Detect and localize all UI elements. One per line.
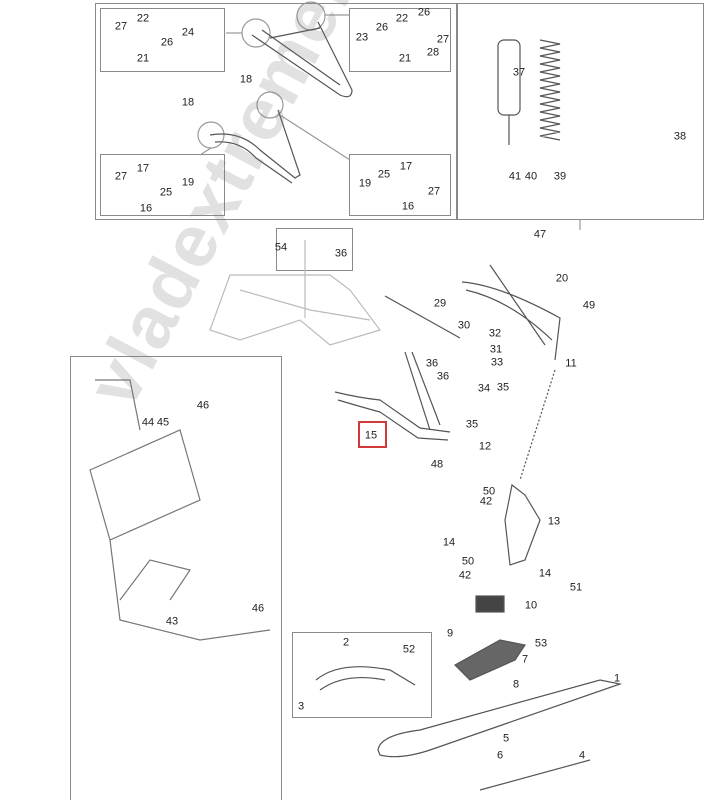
callout[interactable]: 34 [477,382,491,395]
callout[interactable]: 35 [465,418,479,431]
upper-arm-rear-hardware-box [349,8,451,72]
callout[interactable]: 38 [673,130,687,143]
highlight-box-part-15 [358,421,387,448]
callout[interactable]: 21 [136,52,150,65]
upper-arm-front-hardware-box [100,8,225,72]
callout[interactable]: 5 [502,732,510,745]
callout[interactable]: 26 [375,21,389,34]
callout[interactable]: 25 [377,168,391,181]
callout[interactable]: 25 [159,186,173,199]
callout[interactable]: 27 [427,185,441,198]
callout[interactable]: 4 [578,749,586,762]
callout[interactable]: 24 [181,26,195,39]
callout[interactable]: 46 [196,399,210,412]
callout[interactable]: 14 [442,536,456,549]
callout[interactable]: 36 [425,357,439,370]
callout[interactable]: 13 [547,515,561,528]
callout[interactable]: 16 [139,202,153,215]
callout[interactable]: 54 [274,241,288,254]
callout[interactable]: 31 [489,343,503,356]
callout[interactable]: 51 [569,581,583,594]
a-arm-detail-panel [95,3,457,220]
callout[interactable]: 41 [508,170,522,183]
callout[interactable]: 42 [458,569,472,582]
callout-part-15[interactable]: 15 [364,429,378,442]
callout[interactable]: 10 [524,599,538,612]
callout[interactable]: 21 [398,52,412,65]
callout[interactable]: 46 [251,602,265,615]
callout[interactable]: 2 [342,636,350,649]
callout[interactable]: 50 [482,485,496,498]
callout[interactable]: 18 [239,73,253,86]
callout[interactable]: 49 [582,299,596,312]
callout[interactable]: 9 [446,627,454,640]
callout[interactable]: 20 [555,272,569,285]
callout[interactable]: 39 [553,170,567,183]
callout[interactable]: 36 [436,370,450,383]
callout[interactable]: 28 [426,46,440,59]
chassis-reference-panel [70,356,282,800]
callout[interactable]: 22 [395,12,409,25]
callout[interactable]: 16 [401,200,415,213]
callout[interactable]: 42 [479,495,493,508]
callout[interactable]: 29 [433,297,447,310]
callout[interactable]: 26 [160,36,174,49]
callout[interactable]: 27 [114,20,128,33]
callout[interactable]: 19 [181,176,195,189]
sway-link-box [276,228,353,271]
callout[interactable]: 8 [512,678,520,691]
lower-arm-front-hardware-box [100,154,225,216]
lower-arm-rear-hardware-box [349,154,451,216]
callout[interactable]: 27 [114,170,128,183]
callout[interactable]: 19 [358,177,372,190]
callout[interactable]: 11 [565,357,577,370]
callout[interactable]: 14 [538,567,552,580]
callout[interactable]: 7 [521,653,529,666]
callout[interactable]: 37 [512,66,526,79]
callout[interactable]: 18 [181,96,195,109]
callout[interactable]: 36 [334,247,348,260]
callout[interactable]: 45 [156,416,170,429]
callout[interactable]: 47 [533,228,547,241]
ski-handle-box [292,632,432,718]
callout[interactable]: 30 [457,319,471,332]
callout[interactable]: 26 [417,6,431,19]
callout[interactable]: 17 [399,160,413,173]
callout[interactable]: 12 [478,440,492,453]
callout[interactable]: 44 [141,416,155,429]
callout[interactable]: 35 [496,381,510,394]
callout[interactable]: 50 [461,555,475,568]
callout[interactable]: 3 [297,700,305,713]
callout[interactable]: 40 [524,170,538,183]
callout[interactable]: 33 [490,356,504,369]
callout[interactable]: 1 [613,672,621,685]
callout[interactable]: 23 [355,31,369,44]
callout[interactable]: 48 [430,458,444,471]
callout[interactable]: 22 [136,12,150,25]
callout[interactable]: 17 [136,162,150,175]
callout[interactable]: 53 [534,637,548,650]
callout[interactable]: 6 [496,749,504,762]
callout[interactable]: 52 [402,643,416,656]
callout[interactable]: 32 [488,327,502,340]
callout[interactable]: 27 [436,33,450,46]
callout[interactable]: 43 [165,615,179,628]
